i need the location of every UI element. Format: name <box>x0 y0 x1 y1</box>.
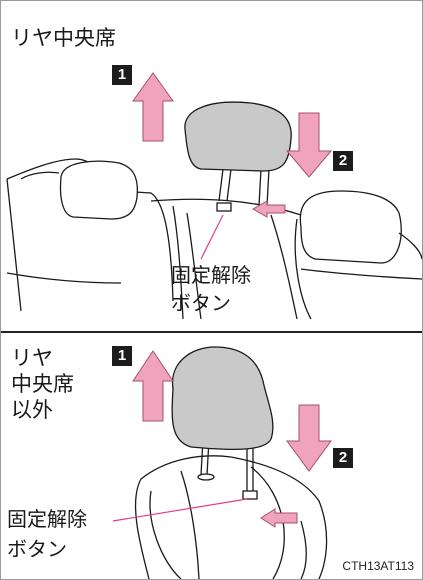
top-step-1-badge: 1 <box>112 65 132 85</box>
bottom-up-arrow <box>132 350 174 422</box>
top-push-arrow <box>251 200 286 218</box>
bottom-release-label-line1: 固定解除 <box>7 507 87 531</box>
bottom-panel-title-line1: リヤ <box>11 346 53 370</box>
top-release-leader-line <box>200 214 224 260</box>
figure-code: CTH13AT113 <box>342 559 414 573</box>
top-release-label-line1: 固定解除 <box>171 263 251 287</box>
bottom-down-arrow <box>286 404 332 472</box>
top-release-label-line2: ボタン <box>171 291 231 315</box>
top-down-arrow <box>285 112 333 178</box>
bottom-panel-title-line3: 以外 <box>11 398 53 422</box>
bottom-panel-title-line2: 中央席 <box>11 372 74 396</box>
bottom-step-1-badge: 1 <box>112 346 132 366</box>
bottom-step-2-badge: 2 <box>333 448 353 468</box>
top-panel-title: リヤ中央席 <box>11 26 116 50</box>
top-step-2-badge: 2 <box>333 151 353 171</box>
bottom-push-arrow <box>260 508 298 528</box>
bottom-release-leader-line <box>112 498 248 522</box>
top-seat-illustration <box>6 101 422 320</box>
top-up-arrow <box>132 72 174 142</box>
bottom-release-label-line2: ボタン <box>7 537 67 561</box>
bottom-seat-illustration <box>134 346 328 579</box>
